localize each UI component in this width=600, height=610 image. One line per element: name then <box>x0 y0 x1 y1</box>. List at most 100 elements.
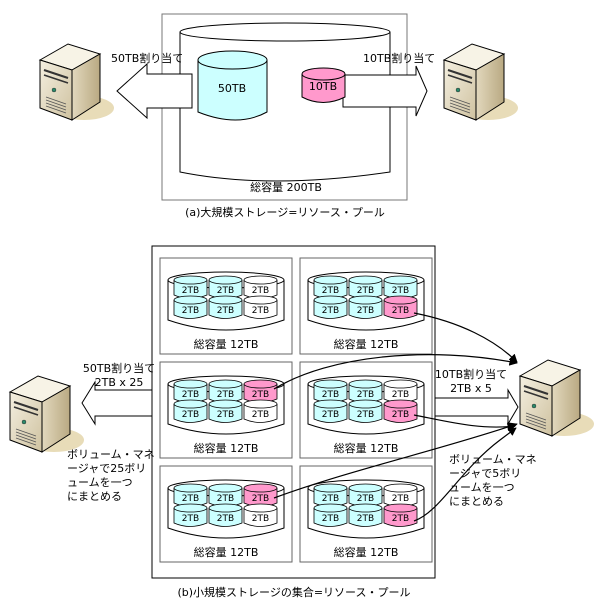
server-power-led <box>21 419 27 425</box>
server-vent <box>525 421 547 430</box>
volume-links <box>273 312 518 522</box>
server-vent <box>45 102 67 111</box>
volume-2tb: 2TB <box>348 399 383 423</box>
server-icon <box>8 375 84 453</box>
small-storage-total: 総容量 12TB <box>194 337 259 351</box>
alloc-label-left-a: 50TB割り当て <box>111 51 183 65</box>
volume-2tb-label: 2TB <box>392 514 409 524</box>
volume-2tb: 2TB <box>173 503 208 527</box>
volume-2tb-label: 2TB <box>252 514 269 524</box>
volume-2tb-label: 2TB <box>322 494 339 504</box>
volume-2tb-label: 2TB <box>182 410 199 420</box>
volume-2tb-label: 2TB <box>252 494 269 504</box>
caption-b: (b)小規模ストレージの集合=リソース・プール <box>177 585 410 599</box>
volume-2tb-label: 2TB <box>217 494 234 504</box>
server-vent <box>15 434 37 443</box>
volume-2tb: 2TB <box>208 379 243 403</box>
volume-2tb-label: 2TB <box>217 390 234 400</box>
server-vent <box>449 102 471 111</box>
server-drive-bay <box>13 401 39 411</box>
small-storage-total: 総容量 12TB <box>194 441 259 455</box>
volume-2tb-label: 2TB <box>217 514 234 524</box>
server-vent <box>525 418 547 427</box>
volume-50tb: 50TB <box>197 50 268 121</box>
server-power-led <box>51 87 57 93</box>
volume-2tb: 2TB <box>243 399 278 423</box>
volume-2tb-label: 2TB <box>357 410 374 420</box>
volume-2tb-label: 2TB <box>392 390 409 400</box>
server-drive-bay <box>13 406 39 416</box>
volume-2tb: 2TB <box>348 295 383 319</box>
left-note-line: ボリューム・マネ <box>67 448 155 461</box>
small-storage-box: 2TB 2TB 2TB 2TB 2TB 2TB 総容量 12TB <box>299 361 433 459</box>
server-drive-bay <box>447 69 473 79</box>
volume-2tb: 2TB <box>173 379 208 403</box>
volume-2tb-label: 2TB <box>252 390 269 400</box>
volume-10tb: 10TB <box>301 67 346 103</box>
volume-2tb-label: 2TB <box>182 286 199 296</box>
volume-2tb: 2TB <box>313 295 348 319</box>
link-box6 <box>413 427 517 522</box>
server-vent <box>45 105 67 114</box>
volume-2tb: 2TB <box>173 295 208 319</box>
volume-2tb: 2TB <box>243 275 278 299</box>
server-drive-bay <box>43 74 69 84</box>
left-note: ボリューム・マネ ージャで25ボリ ュームを一つ にまとめる <box>67 448 155 503</box>
server-drive-bay <box>43 69 69 79</box>
right-note-line: にまとめる <box>449 495 504 508</box>
right-note-line: ボリューム・マネ <box>449 453 537 466</box>
volume-2tb-label: 2TB <box>357 514 374 524</box>
link-box4 <box>413 414 516 432</box>
small-storage-total: 総容量 12TB <box>334 545 399 559</box>
volume-2tb: 2TB <box>383 503 418 527</box>
server-vent <box>525 415 547 424</box>
volume-2tb: 2TB <box>313 503 348 527</box>
volume-2tb: 2TB <box>173 275 208 299</box>
volume-2tb: 2TB <box>348 379 383 403</box>
volume-2tb-label: 2TB <box>392 410 409 420</box>
alloc-arrow-right-a <box>342 65 428 117</box>
volume-2tb-label: 2TB <box>322 390 339 400</box>
volume-2tb: 2TB <box>348 275 383 299</box>
alloc-arrow-right-b <box>434 388 519 426</box>
volume-2tb: 2TB <box>173 483 208 507</box>
link-box2 <box>413 312 518 363</box>
alloc-label-left-b-1: 50TB割り当て <box>83 361 155 375</box>
server-vent <box>15 437 37 446</box>
volume-2tb: 2TB <box>383 399 418 423</box>
volume-2tb-label: 2TB <box>392 494 409 504</box>
volume-2tb: 2TB <box>313 483 348 507</box>
volume-2tb-label: 2TB <box>252 286 269 296</box>
server-drive-bay <box>523 390 549 400</box>
volume-2tb-label: 2TB <box>252 306 269 316</box>
volume-2tb-label: 2TB <box>182 390 199 400</box>
volume-2tb: 2TB <box>243 379 278 403</box>
volume-2tb: 2TB <box>208 295 243 319</box>
right-note-line: ージャで5ボリ <box>449 467 521 480</box>
server-icon <box>38 43 114 121</box>
small-storage-total: 総容量 12TB <box>194 545 259 559</box>
left-note-line: ージャで25ボリ <box>67 462 146 475</box>
volume-2tb: 2TB <box>313 275 348 299</box>
volume-2tb-label: 2TB <box>322 514 339 524</box>
left-note-line: にまとめる <box>67 490 122 503</box>
server-icon <box>518 359 594 437</box>
volume-2tb: 2TB <box>208 275 243 299</box>
volume-2tb-label: 2TB <box>182 494 199 504</box>
server-power-led <box>531 403 537 409</box>
volume-50tb-label: 50TB <box>218 82 246 95</box>
volume-2tb-label: 2TB <box>322 286 339 296</box>
server-vent <box>449 99 471 108</box>
server-vent <box>45 99 67 108</box>
volume-2tb-label: 2TB <box>357 286 374 296</box>
volume-2tb-label: 2TB <box>217 306 234 316</box>
volume-2tb: 2TB <box>348 483 383 507</box>
volume-2tb-label: 2TB <box>217 410 234 420</box>
small-storage-total: 総容量 12TB <box>334 441 399 455</box>
volume-2tb: 2TB <box>243 483 278 507</box>
volume-2tb-label: 2TB <box>357 390 374 400</box>
volume-2tb-label: 2TB <box>322 410 339 420</box>
